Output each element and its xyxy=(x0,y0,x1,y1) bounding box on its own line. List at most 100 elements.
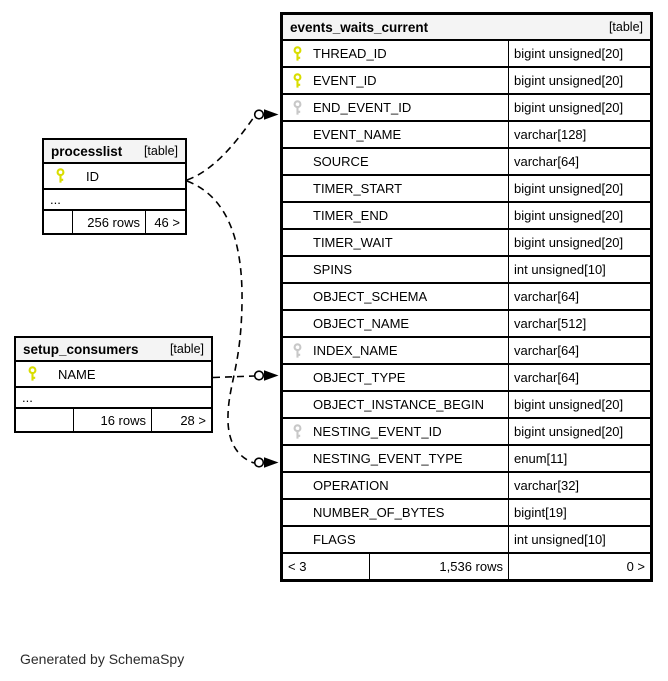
column-name-cell: EVENT_NAME xyxy=(283,122,509,147)
table-footer: 16 rows 28 > xyxy=(16,409,211,431)
column-row-nesting_event_type: NESTING_EVENT_TYPE enum[11] xyxy=(283,446,650,473)
column-name: SOURCE xyxy=(313,154,369,169)
column-name: NAME xyxy=(58,366,96,382)
index-key-icon xyxy=(292,342,303,359)
column-name-cell: OBJECT_SCHEMA xyxy=(283,284,509,309)
relation-line-setup-consumers-index-name xyxy=(212,375,255,379)
column-type: varchar[512] xyxy=(514,316,587,331)
column-name: EVENT_NAME xyxy=(313,127,402,142)
table-badge: [table] xyxy=(608,20,643,34)
generated-by-credit: Generated by SchemaSpy xyxy=(20,651,185,667)
column-type: varchar[32] xyxy=(514,478,580,493)
column-type: varchar[64] xyxy=(514,154,580,169)
column-name-cell: SPINS xyxy=(283,257,509,282)
footer-parents-count: < 3 xyxy=(288,559,307,574)
table-node-processlist: processlist [table] ID ... 256 rows 46 > xyxy=(42,138,187,235)
relation-endpoint-circle xyxy=(253,109,265,120)
relation-arrowhead xyxy=(264,109,279,120)
relation-endpoint-circle xyxy=(253,370,265,381)
column-name-cell: SOURCE xyxy=(283,149,509,174)
column-type: int unsigned[10] xyxy=(514,262,606,277)
column-name-cell: ID xyxy=(44,164,185,188)
column-name-cell: THREAD_ID xyxy=(283,41,509,66)
column-name-cell: INDEX_NAME xyxy=(283,338,509,363)
column-row-timer_wait: TIMER_WAIT bigint unsigned[20] xyxy=(283,230,650,257)
column-row-spins: SPINS int unsigned[10] xyxy=(283,257,650,284)
column-rows: ID xyxy=(44,164,185,190)
column-name: FLAGS xyxy=(313,532,356,547)
primary-key-icon xyxy=(292,45,303,62)
column-rows: NAME xyxy=(16,362,211,388)
column-row-thread_id: THREAD_ID bigint unsigned[20] xyxy=(283,41,650,68)
column-name: TIMER_WAIT xyxy=(313,235,393,250)
footer-children-count: 28 > xyxy=(151,409,211,431)
footer-children-count: 0 > xyxy=(508,554,650,579)
column-type: varchar[64] xyxy=(514,370,580,385)
column-name-cell: END_EVENT_ID xyxy=(283,95,509,120)
primary-key-icon xyxy=(292,72,303,89)
column-name: OBJECT_NAME xyxy=(313,316,410,331)
column-name-cell: OBJECT_NAME xyxy=(283,311,509,336)
table-footer: 256 rows 46 > xyxy=(44,211,185,233)
column-type: bigint unsigned[20] xyxy=(514,100,624,115)
column-name-cell: NUMBER_OF_BYTES xyxy=(283,500,509,525)
ellipsis-label: ... xyxy=(50,192,61,207)
column-name: OBJECT_TYPE xyxy=(313,370,406,385)
footer-row-count: 1,536 rows xyxy=(369,554,508,579)
relation-arrowhead xyxy=(264,457,279,468)
column-row-flags: FLAGS int unsigned[10] xyxy=(283,527,650,554)
primary-key-icon xyxy=(55,168,66,184)
column-name: NESTING_EVENT_ID xyxy=(313,424,442,439)
column-name: SPINS xyxy=(313,262,353,277)
relation-arrowhead xyxy=(264,370,279,381)
column-type: bigint unsigned[20] xyxy=(514,424,624,439)
column-name: OPERATION xyxy=(313,478,389,493)
index-key-icon xyxy=(292,423,303,440)
ellipsis-label: ... xyxy=(22,390,33,405)
table-name: setup_consumers xyxy=(23,341,139,357)
column-name-cell: TIMER_START xyxy=(283,176,509,201)
column-name-cell: NAME xyxy=(16,362,211,386)
column-name: TIMER_END xyxy=(313,208,389,223)
column-type: bigint unsigned[20] xyxy=(514,46,624,61)
column-type: bigint unsigned[20] xyxy=(514,235,624,250)
column-row-nesting_event_id: NESTING_EVENT_ID bigint unsigned[20] xyxy=(283,419,650,446)
table-header-setup-consumers[interactable]: setup_consumers [table] xyxy=(16,338,211,362)
column-type: varchar[128] xyxy=(514,127,587,142)
column-row-number_of_bytes: NUMBER_OF_BYTES bigint[19] xyxy=(283,500,650,527)
footer-row-count: 16 rows xyxy=(73,409,151,431)
table-node-setup-consumers: setup_consumers [table] NAME ... 16 rows… xyxy=(14,336,213,433)
column-type: bigint unsigned[20] xyxy=(514,208,624,223)
column-type: bigint unsigned[20] xyxy=(514,73,624,88)
table-badge: [table] xyxy=(169,342,204,356)
column-type: int unsigned[10] xyxy=(514,532,606,547)
column-type: enum[11] xyxy=(514,451,568,466)
footer-parents-count xyxy=(44,211,72,233)
table-header-processlist[interactable]: processlist [table] xyxy=(44,140,185,164)
primary-key-icon xyxy=(27,366,38,382)
column-name-cell: TIMER_END xyxy=(283,203,509,228)
table-header-events-waits-current[interactable]: events_waits_current [table] xyxy=(283,15,650,41)
column-row-timer_end: TIMER_END bigint unsigned[20] xyxy=(283,203,650,230)
column-row-operation: OPERATION varchar[32] xyxy=(283,473,650,500)
relation-line-processlist-end-event-id xyxy=(186,116,255,181)
column-name-cell: OBJECT_TYPE xyxy=(283,365,509,390)
column-name-cell: EVENT_ID xyxy=(283,68,509,93)
column-name-cell: OPERATION xyxy=(283,473,509,498)
column-row-source: SOURCE varchar[64] xyxy=(283,149,650,176)
column-name-cell: TIMER_WAIT xyxy=(283,230,509,255)
column-name: NESTING_EVENT_TYPE xyxy=(313,451,463,466)
relation-endpoint-circle xyxy=(253,457,265,468)
column-type: bigint[19] xyxy=(514,505,567,520)
index-key-icon xyxy=(292,99,303,116)
table-name: events_waits_current xyxy=(290,19,429,35)
column-name-cell: NESTING_EVENT_ID xyxy=(283,419,509,444)
column-name: EVENT_ID xyxy=(313,73,377,88)
column-type: varchar[64] xyxy=(514,343,580,358)
footer-parents-count xyxy=(16,409,73,431)
